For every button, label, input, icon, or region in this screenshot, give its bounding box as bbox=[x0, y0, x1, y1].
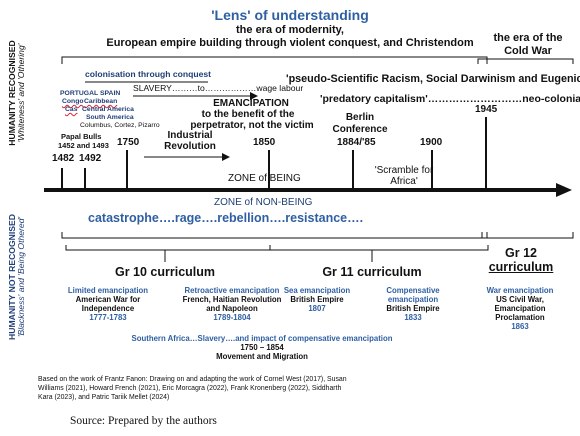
topic-comp-year: 1833 bbox=[404, 312, 422, 322]
topic-limited-years: 1777-1783 bbox=[89, 312, 127, 322]
tick-1492 bbox=[84, 168, 86, 188]
topic-retro-line2: and Napoleon bbox=[206, 303, 258, 313]
topic-retro-line1: French, Haitian Revolution bbox=[182, 294, 282, 304]
year-1900: 1900 bbox=[420, 137, 443, 148]
tick-1884 bbox=[352, 150, 354, 188]
year-1750: 1750 bbox=[117, 137, 140, 148]
slavery-label: SLAVERY………to………………wage labour bbox=[133, 83, 304, 93]
tick-1482 bbox=[61, 168, 63, 188]
footnote-line-1: Based on the work of Frantz Fanon: Drawi… bbox=[38, 376, 347, 383]
topic-limited-title: Limited emancipation bbox=[67, 286, 149, 295]
pseudo-science-label: 'pseudo-Scientific Racism, Social Darwin… bbox=[286, 73, 580, 85]
topic-war-line1: US Civil War, bbox=[496, 294, 544, 304]
topic-sea-title: Sea emancipation bbox=[283, 286, 351, 295]
topic-limited-line1: American War for bbox=[75, 294, 141, 304]
zone-of-non-being-label: ZONE of NON-BEING bbox=[214, 197, 313, 208]
tick-1900 bbox=[431, 150, 433, 188]
emancipation-label: EMANCIPATION bbox=[213, 98, 289, 109]
empire-label: European empire building through violent… bbox=[106, 37, 474, 49]
gr12-curriculum-label-2: curriculum bbox=[488, 260, 554, 274]
year-1492: 1492 bbox=[79, 153, 102, 164]
topic-limited-line2: Independence bbox=[81, 303, 135, 313]
footnote-line-2: Williams (2021), Howard French (2021), E… bbox=[38, 385, 342, 392]
tick-1850 bbox=[268, 150, 270, 188]
topic-comp-title-2: emancipation bbox=[387, 294, 439, 304]
explorers-label: Columbus, Cortez, Pizarro bbox=[80, 122, 160, 129]
topic-retro-title: Retroactive emancipation bbox=[184, 286, 280, 295]
south-america-label: South America bbox=[86, 114, 134, 121]
papal-years-label: 1452 and 1493 bbox=[58, 141, 109, 150]
berlin-label-1: Berlin bbox=[345, 112, 375, 123]
topic-southern-title: Southern Africa…Slavery….and impact of c… bbox=[131, 334, 393, 343]
topic-war-line2: Emancipation bbox=[494, 303, 546, 313]
year-1850: 1850 bbox=[253, 137, 276, 148]
topic-comp-title-1: Compensative bbox=[386, 286, 440, 295]
topic-war-year: 1863 bbox=[511, 321, 529, 331]
industrial-label-2: Revolution bbox=[164, 141, 216, 152]
topic-southern-africa: Southern Africa…Slavery….and impact of c… bbox=[131, 334, 393, 362]
topic-limited-emancipation: Limited emancipation American War for In… bbox=[67, 286, 149, 323]
topic-sea-line1: British Empire bbox=[290, 294, 344, 304]
cas-label: Cas bbox=[65, 106, 78, 113]
gr12-curriculum-label-1: Gr 12 bbox=[505, 246, 537, 260]
gr10-curriculum-label: Gr 10 curriculum bbox=[114, 265, 216, 279]
gr11-curriculum-label: Gr 11 curriculum bbox=[322, 265, 422, 279]
central-america-label: Central America bbox=[82, 106, 134, 113]
topic-sea-emancipation: Sea emancipation British Empire 1807 bbox=[283, 286, 351, 314]
spain-label: SPAIN bbox=[100, 90, 121, 97]
year-1945: 1945 bbox=[475, 104, 498, 115]
footnote-line-3: Kara (2023), and Patric Tariik Mellet (2… bbox=[38, 394, 170, 401]
portugal-label: PORTUGAL bbox=[60, 90, 99, 97]
cold-war-label-1: the era of the bbox=[493, 32, 563, 44]
topic-southern-line2: Movement and Migration bbox=[216, 351, 308, 361]
topic-war-line3: Proclamation bbox=[495, 312, 545, 322]
industrial-label-1: Industrial bbox=[167, 130, 213, 141]
scramble-label-1: 'Scramble for bbox=[374, 165, 434, 176]
year-1884: 1884/'85 bbox=[337, 137, 376, 148]
topic-sea-year: 1807 bbox=[308, 303, 326, 313]
tick-1945 bbox=[485, 117, 487, 188]
topic-comp-line1: British Empire bbox=[386, 303, 440, 313]
cold-war-label-2: Cold War bbox=[504, 45, 552, 57]
year-1482: 1482 bbox=[52, 153, 75, 164]
tick-1750 bbox=[126, 150, 128, 188]
congo-label: Congo bbox=[62, 98, 84, 105]
catastrophe-label: catastrophe….rage….rebellion….resistance… bbox=[88, 211, 364, 225]
papal-bulls-label: Papal Bulls bbox=[61, 132, 102, 141]
emancipation-label-2: to the benefit of the bbox=[201, 109, 295, 120]
modernity-label: the era of modernity, bbox=[236, 24, 344, 36]
colonisation-label: colonisation through conquest bbox=[85, 69, 212, 79]
topic-retro-years: 1789-1804 bbox=[213, 312, 251, 322]
scramble-label-2: Africa' bbox=[390, 176, 418, 187]
predatory-capitalism-label: 'predatory capitalism'………………………neo-colon… bbox=[320, 93, 580, 105]
topic-war-title: War emancipation bbox=[486, 286, 554, 295]
topic-southern-years: 1750 – 1854 bbox=[240, 342, 284, 352]
zone-of-being-label: ZONE of BEING bbox=[228, 173, 301, 184]
topic-retroactive-emancipation: Retroactive emancipation French, Haitian… bbox=[182, 286, 282, 323]
topic-compensative-emancipation: Compensative emancipation British Empire… bbox=[386, 286, 440, 323]
berlin-label-2: Conference bbox=[332, 124, 388, 135]
topic-war-emancipation: War emancipation US Civil War, Emancipat… bbox=[486, 286, 554, 332]
lens-title: 'Lens' of understanding bbox=[211, 7, 369, 23]
emancipation-label-3: perpetrator, not the victim bbox=[190, 120, 314, 131]
source-caption: Source: Prepared by the authors bbox=[70, 415, 217, 427]
caribbean-label: Caribbean bbox=[84, 98, 118, 105]
